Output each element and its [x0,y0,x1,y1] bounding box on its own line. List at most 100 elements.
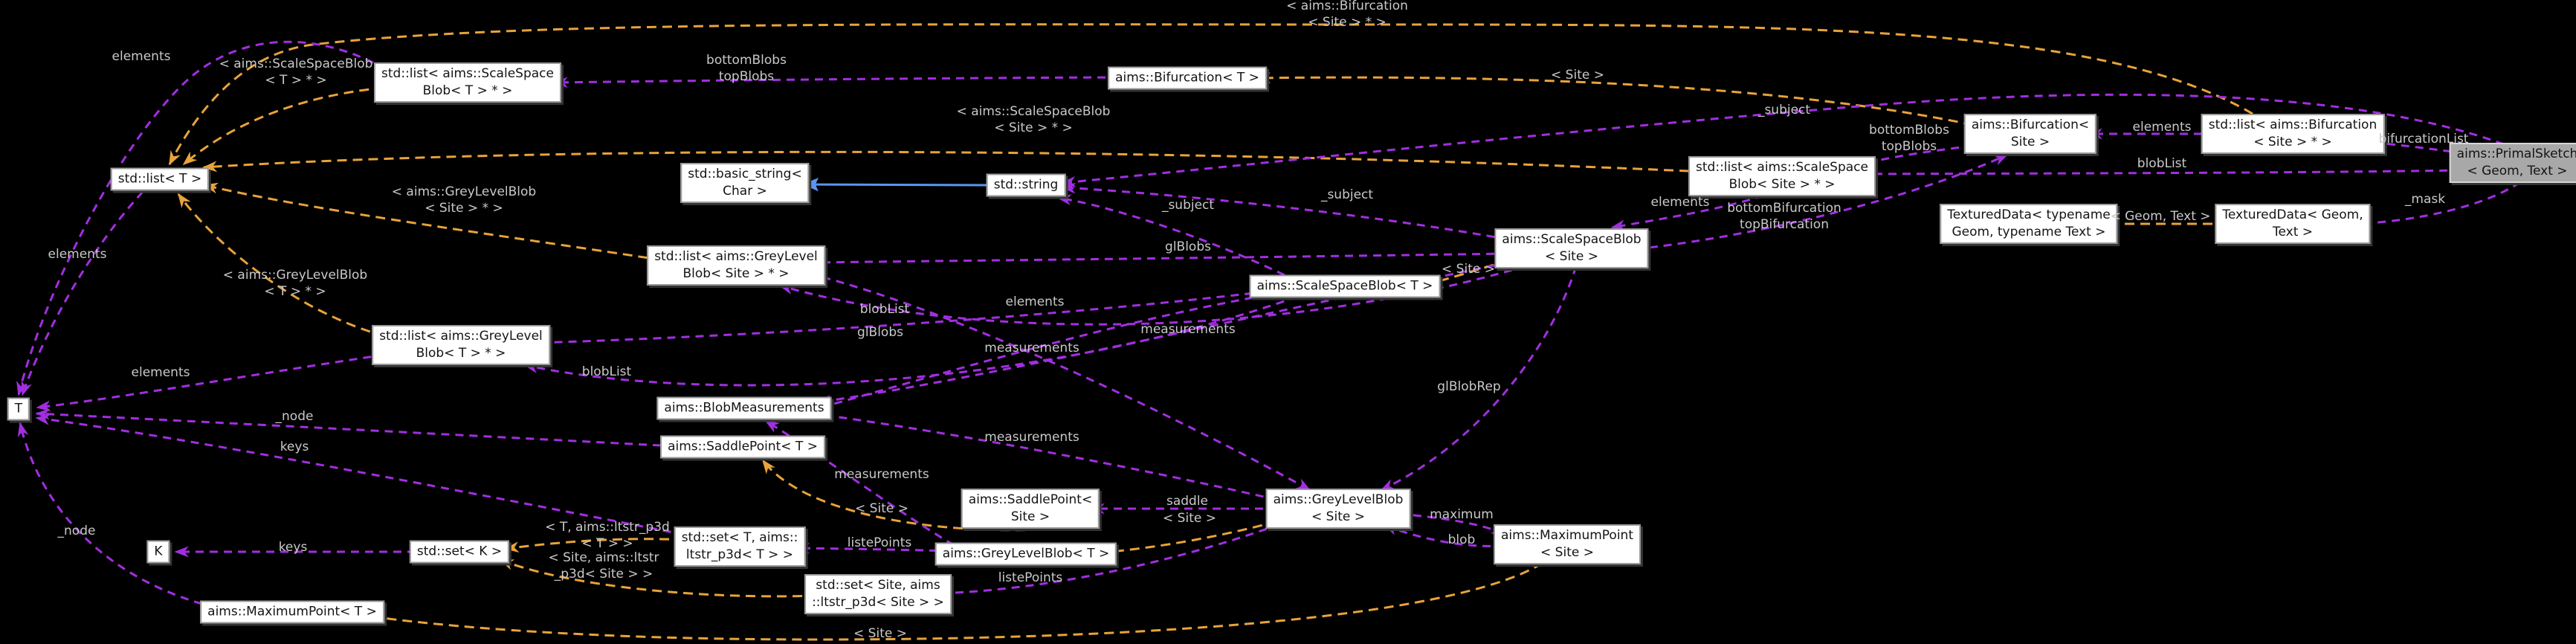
edge-label-elements-list-t: elements [48,247,107,262]
edge-label-bottomblobs-bif-t: bottomBlobs topBlobs [706,53,787,84]
node-primal-sketch[interactable]: aims::PrimalSketch < Geom, Text > [2449,143,2576,183]
edge-label-mask: _mask [2404,192,2446,207]
edge-inst-bifurcation [1256,72,1974,126]
edge-measurements-ssb-t [816,294,1268,410]
edge-label-saddle: saddle [1166,494,1209,509]
edge-label-bottomblobs-bif-site: bottomBlobs topBlobs [1869,123,1949,154]
edge-label-keys-set-t: keys [280,439,309,454]
edge-label-elements-list-glb-t: elements [131,365,190,380]
edge-label-inst-maximumpoint: < Site > [853,626,907,641]
node-textureddata-typename[interactable]: TexturedData< typename Geom, typename Te… [1940,204,2118,244]
edge-elements-glb-site [808,272,1311,492]
edge-subject-ssb-t [1056,194,1285,277]
node-textureddata-geom-text[interactable]: TexturedData< Geom, Text > [2215,204,2371,244]
edge-glblobrep [1380,265,1578,492]
edge-inst-set-site [499,558,819,598]
edge-label-inst-scalespaceblob: < Site > [1442,262,1495,277]
edge-glblobs-t [537,290,1268,348]
edge-label-inst-glb-t-list: < aims::GreyLevelBlob < T > * > [222,268,368,299]
edge-label-glblobs-site: glBlobs [1165,239,1211,254]
edge-group [16,23,2521,641]
edge-label-inst-textureddata: < Geom, Text > [2110,209,2211,224]
edge-label-inst-bif-site-list: < aims::Bifurcation < Site > * > [1286,0,1408,30]
edge-bloblist-site [778,265,1526,326]
edge-inst-saddlepoint [761,459,1042,532]
edge-inst-ssb-site-list [202,150,1705,173]
edge-label-glblobrep: glBlobRep [1437,379,1501,394]
edge-inst-bif-site-list [168,23,2253,166]
edge-label-listepoints-site: listePoints [998,570,1063,585]
node-greylevelblob-site[interactable]: aims::GreyLevelBlob < Site > [1265,489,1411,529]
edge-label-subject-primal: _subject [1757,103,1811,117]
edge-label-inst-greylevelblob: < Site > [1163,511,1216,526]
edge-elements-list-ssb-site [1610,194,1764,231]
edge-label-measurements-ssb-site: measurements [1140,322,1236,337]
edge-label-bottombifurcation: bottomBifurcation topBifurcation [1727,201,1841,232]
node-t[interactable]: T [7,397,30,421]
node-list-bifurcation-site[interactable]: std::list< aims::Bifurcation < Site > * … [2201,114,2385,154]
edge-measurements-glb-site [816,410,1278,501]
node-string[interactable]: std::string [986,173,1066,197]
node-k[interactable]: K [146,540,170,564]
edge-label-subject-ssb-site: _subject [1320,187,1374,202]
edge-inst-ssb-t-list [182,86,385,166]
edge-label-node-saddlepoint-t: _node [275,409,314,424]
edge-bloblist-primal [1860,168,2462,180]
edge-subject-primal [1061,93,2505,187]
edge-label-maximum: maximum [1430,507,1494,522]
node-list-greylevelblob-t[interactable]: std::list< aims::GreyLevel Blob< T > * > [372,325,550,365]
edge-blob [1383,524,1505,547]
node-scalespaceblob-site[interactable]: aims::ScaleSpaceBlob < Site > [1494,228,1649,268]
node-list-greylevelblob-site[interactable]: std::list< aims::GreyLevel Blob< Site > … [647,245,825,286]
edge-inherit-string [802,177,992,192]
node-bifurcation-site[interactable]: aims::Bifurcation< Site > [1963,114,2097,154]
edge-inst-maximumpoint [369,561,1543,641]
edge-label-subject-ssb-t: _subject [1161,198,1215,213]
edge-label-measurements-glb-site: measurements [984,430,1079,445]
node-list-scalespaceblob-site[interactable]: std::list< aims::ScaleSpace Blob< Site >… [1688,156,1876,196]
edge-bottomblobs-bif-t [553,76,1120,88]
node-set-site-ltstr[interactable]: std::set< Site, aims ::ltstr_p3d< Site >… [804,574,952,614]
edge-label-bloblist-site: blobList [859,302,910,317]
node-maximumpoint-site[interactable]: aims::MaximumPoint < Site > [1494,524,1641,564]
edge-label-elements-list-bif-site: elements [2132,120,2192,135]
edge-label-inst-set-t: < T, aims::ltstr_p3d < T > > [545,520,670,551]
edge-label-elements-glb-site: elements [1005,294,1065,309]
node-saddlepoint-site[interactable]: aims::SaddlePoint< Site > [961,489,1100,529]
node-list-scalespaceblob-t[interactable]: std::list< aims::ScaleSpace Blob< T > * … [374,62,561,103]
edge-bloblist-t [523,295,1298,387]
edge-label-node-maximumpoint-t: _node [57,524,96,538]
node-list-t[interactable]: std::list< T > [110,167,210,191]
edge-listepoints-site [938,523,1281,599]
node-maximumpoint-t[interactable]: aims::MaximumPoint< T > [200,600,384,624]
edge-label-elements-list-ssb-t: elements [112,49,171,64]
edge-label-measurements-glb-t: measurements [834,467,929,482]
edge-inst-set-t [504,538,685,553]
node-saddlepoint-t[interactable]: aims::SaddlePoint< T > [660,435,825,459]
node-set-t-ltstr[interactable]: std::set< T, aims:: ltstr_p3d< T > > [674,527,806,567]
node-set-k[interactable]: std::set< K > [409,540,510,564]
edge-label-inst-set-site: < Site, aims::ltstr _p3d< Site > > [548,550,659,582]
edge-subject-ssb-site [1061,182,1509,241]
edge-inst-glb-t-list [177,193,386,338]
node-blob-measurements[interactable]: aims::BlobMeasurements [656,396,832,420]
edge-label-elements-list-ssb-site: elements [1650,195,1710,210]
edge-label-inst-glb-site-list: < aims::GreyLevelBlob < Site > * > [391,184,537,216]
edge-node-maximumpoint-t [17,422,216,609]
edge-elements-list-glb-t [36,353,386,412]
edge-label-inst-ssb-site-list: < aims::ScaleSpaceBlob < Site > * > [956,104,1111,135]
edge-bifurcationlist [2369,138,2480,157]
node-scalespaceblob-t[interactable]: aims::ScaleSpaceBlob< T > [1249,274,1441,298]
edge-keys-set-t [35,413,685,536]
edge-label-glblobs-t: glBlobs [857,325,903,340]
edge-listepoints-t [795,542,952,554]
edge-inst-glb-site-list [203,182,664,262]
node-bifurcation-t[interactable]: aims::Bifurcation< T > [1108,66,1267,90]
node-basic-string-char[interactable]: std::basic_string< Char > [680,163,810,203]
node-greylevelblob-t[interactable]: aims::GreyLevelBlob< T > [934,542,1117,566]
edge-label-keys-set-k: keys [278,540,308,555]
edge-label-blob: blob [1447,532,1476,547]
edge-label-inst-saddlepoint: < Site > [855,501,908,516]
